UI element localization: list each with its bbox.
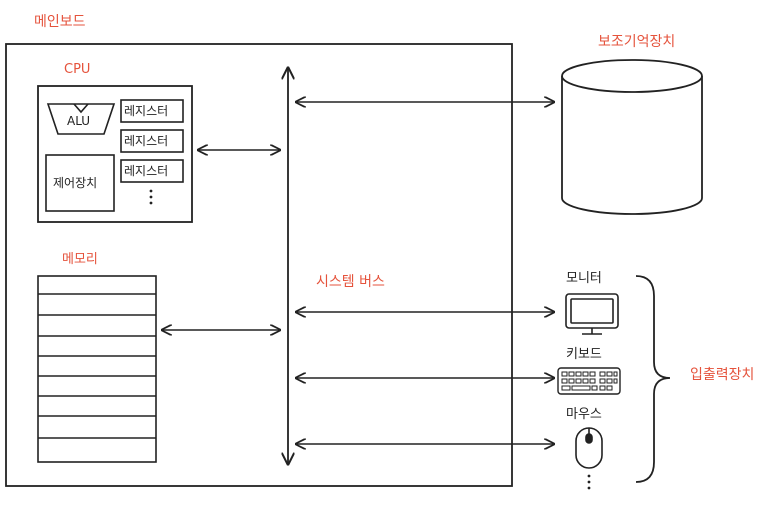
io-brace	[635, 275, 671, 483]
mainboard-label: 메인보드	[34, 14, 86, 30]
register-box-2	[120, 129, 184, 153]
register-label-2: 레지스터	[124, 134, 169, 148]
disk-cylinder-icon	[561, 59, 703, 215]
alu-label: ALU	[67, 114, 91, 128]
memory-label: 메모리	[62, 252, 98, 267]
control-unit-label: 제어장치	[53, 176, 98, 190]
alu-shape	[46, 103, 116, 135]
keyboard-label: 키보드	[566, 347, 602, 362]
register-label-3: 레지스터	[124, 164, 169, 178]
register-label-1: 레지스터	[124, 104, 169, 118]
system-bus-label: 시스템 버스	[316, 274, 385, 290]
mouse-label: 마우스	[566, 407, 602, 422]
keyboard-icon	[557, 367, 621, 395]
io-ellipsis	[587, 474, 591, 490]
mainboard-box	[5, 43, 513, 487]
storage-label: 보조기억장치	[598, 34, 676, 50]
register-ellipsis	[149, 189, 153, 205]
memory-block	[37, 275, 157, 463]
register-box-1	[120, 99, 184, 123]
register-box-3	[120, 159, 184, 183]
cpu-box	[37, 85, 193, 223]
cpu-label: CPU	[64, 62, 91, 77]
control-unit-box	[45, 154, 115, 212]
monitor-icon	[565, 293, 619, 335]
mouse-icon	[575, 427, 603, 469]
monitor-label: 모니터	[566, 271, 602, 286]
io-devices-label: 입출력장치	[690, 367, 755, 383]
